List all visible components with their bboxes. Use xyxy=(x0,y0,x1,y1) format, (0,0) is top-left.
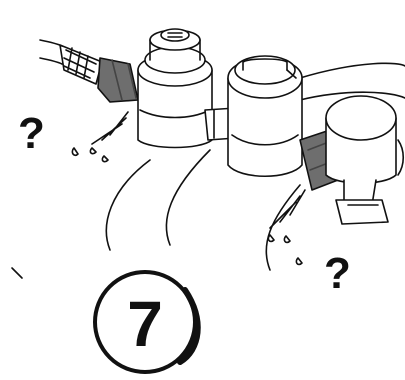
pressure-regulator-icon xyxy=(228,56,302,176)
water-drop-icon xyxy=(72,112,128,162)
question-mark-icon: ? xyxy=(18,109,45,158)
braided-hose-icon xyxy=(40,40,102,84)
question-mark-icon: ? xyxy=(324,249,351,298)
valve-icon xyxy=(326,96,403,224)
hose-fitting-icon xyxy=(98,58,138,102)
step-badge: 7 xyxy=(95,272,198,372)
step-number: 7 xyxy=(127,288,163,360)
pressure-regulator-icon xyxy=(138,29,212,148)
